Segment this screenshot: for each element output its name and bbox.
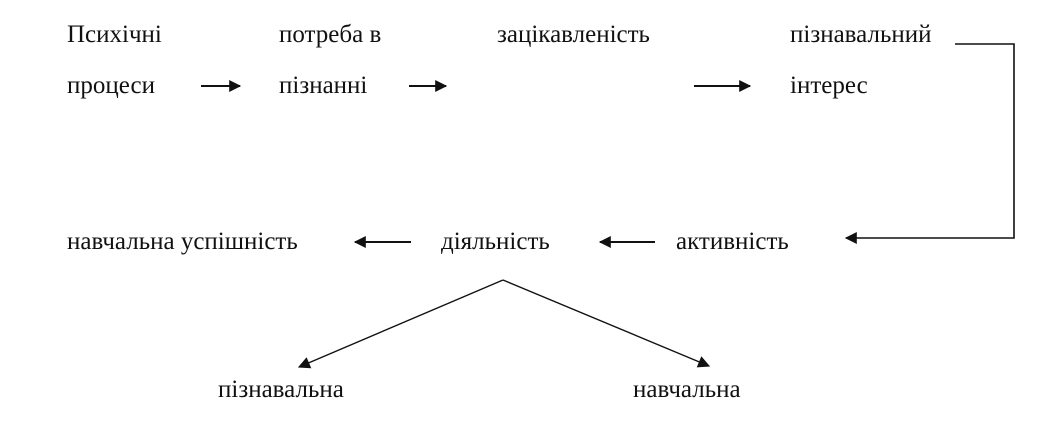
node-activity: активність xyxy=(676,228,789,255)
node-branch-learning: навчальна xyxy=(633,376,741,403)
node-doing: діяльність xyxy=(441,228,550,255)
node-cognitive-interest-line1: пізнавальний xyxy=(790,21,932,48)
node-interest-state: зацікавленість xyxy=(497,21,650,48)
node-need-for-knowledge-line1: потреба в xyxy=(279,21,382,48)
branch-doing-to-cognitive xyxy=(297,279,504,369)
node-psychic-processes-line1: Психічні xyxy=(67,21,162,48)
node-branch-cognitive: пізнавальна xyxy=(218,376,344,403)
node-need-for-knowledge-line2: пізнанні xyxy=(279,72,368,99)
node-psychic-processes-line2: процеси xyxy=(67,72,155,99)
branch-doing-to-learning xyxy=(502,279,711,368)
node-cognitive-interest-line2: інтерес xyxy=(790,72,868,99)
connector-cognitive-to-activity xyxy=(844,43,1015,244)
node-learning-success: навчальна успішність xyxy=(67,228,298,255)
